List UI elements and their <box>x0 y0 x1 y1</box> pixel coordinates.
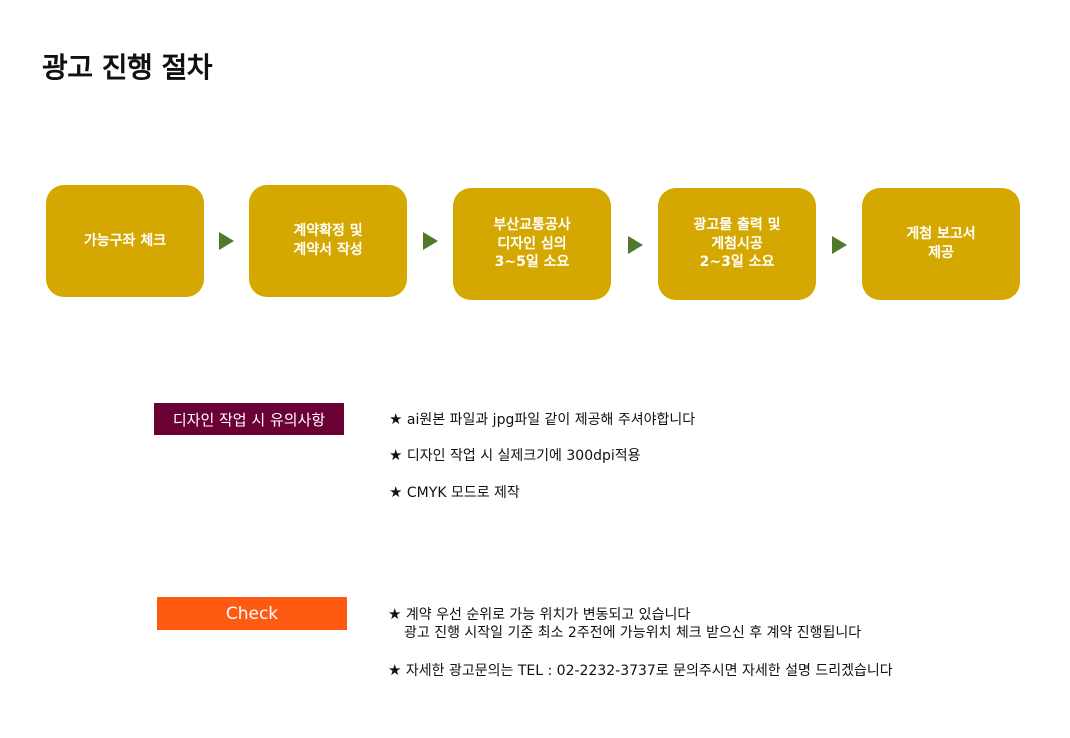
design-notes-label: 디자인 작업 시 유의사항 <box>154 403 344 435</box>
page-title: 광고 진행 절차 <box>42 51 213 84</box>
design-note-item: ★ CMYK 모드로 제작 <box>389 483 520 501</box>
check-item: ★ 계약 우선 순위로 가능 위치가 변동되고 있습니다 <box>388 605 691 623</box>
star-icon: ★ <box>389 410 403 428</box>
arrow-right-icon <box>423 232 438 250</box>
star-icon: ★ <box>389 483 403 501</box>
check-label: Check <box>157 597 347 630</box>
design-note-item: ★ ai원본 파일과 jpg파일 같이 제공해 주셔야합니다 <box>389 410 696 428</box>
design-note-item: ★ 디자인 작업 시 실제크기에 300dpi적용 <box>389 446 641 464</box>
arrow-right-icon <box>219 232 234 250</box>
star-icon: ★ <box>389 446 403 464</box>
step-report: 게첨 보고서 제공 <box>862 188 1020 300</box>
step-design-review: 부산교통공사 디자인 심의 3~5일 소요 <box>453 188 611 300</box>
step-print-install: 광고물 출력 및 게첨시공 2~3일 소요 <box>658 188 816 300</box>
check-item-continued: 광고 진행 시작일 기준 최소 2주전에 가능위치 체크 받으신 후 계약 진행… <box>404 625 862 641</box>
check-item: ★ 자세한 광고문의는 TEL : 02-2232-3737로 문의주시면 자세… <box>388 661 893 679</box>
arrow-right-icon <box>832 236 847 254</box>
step-contract: 계약확정 및 계약서 작성 <box>249 185 407 297</box>
step-availability-check: 가능구좌 체크 <box>46 185 204 297</box>
star-icon: ★ <box>388 661 402 679</box>
arrow-right-icon <box>628 236 643 254</box>
star-icon: ★ <box>388 605 402 623</box>
